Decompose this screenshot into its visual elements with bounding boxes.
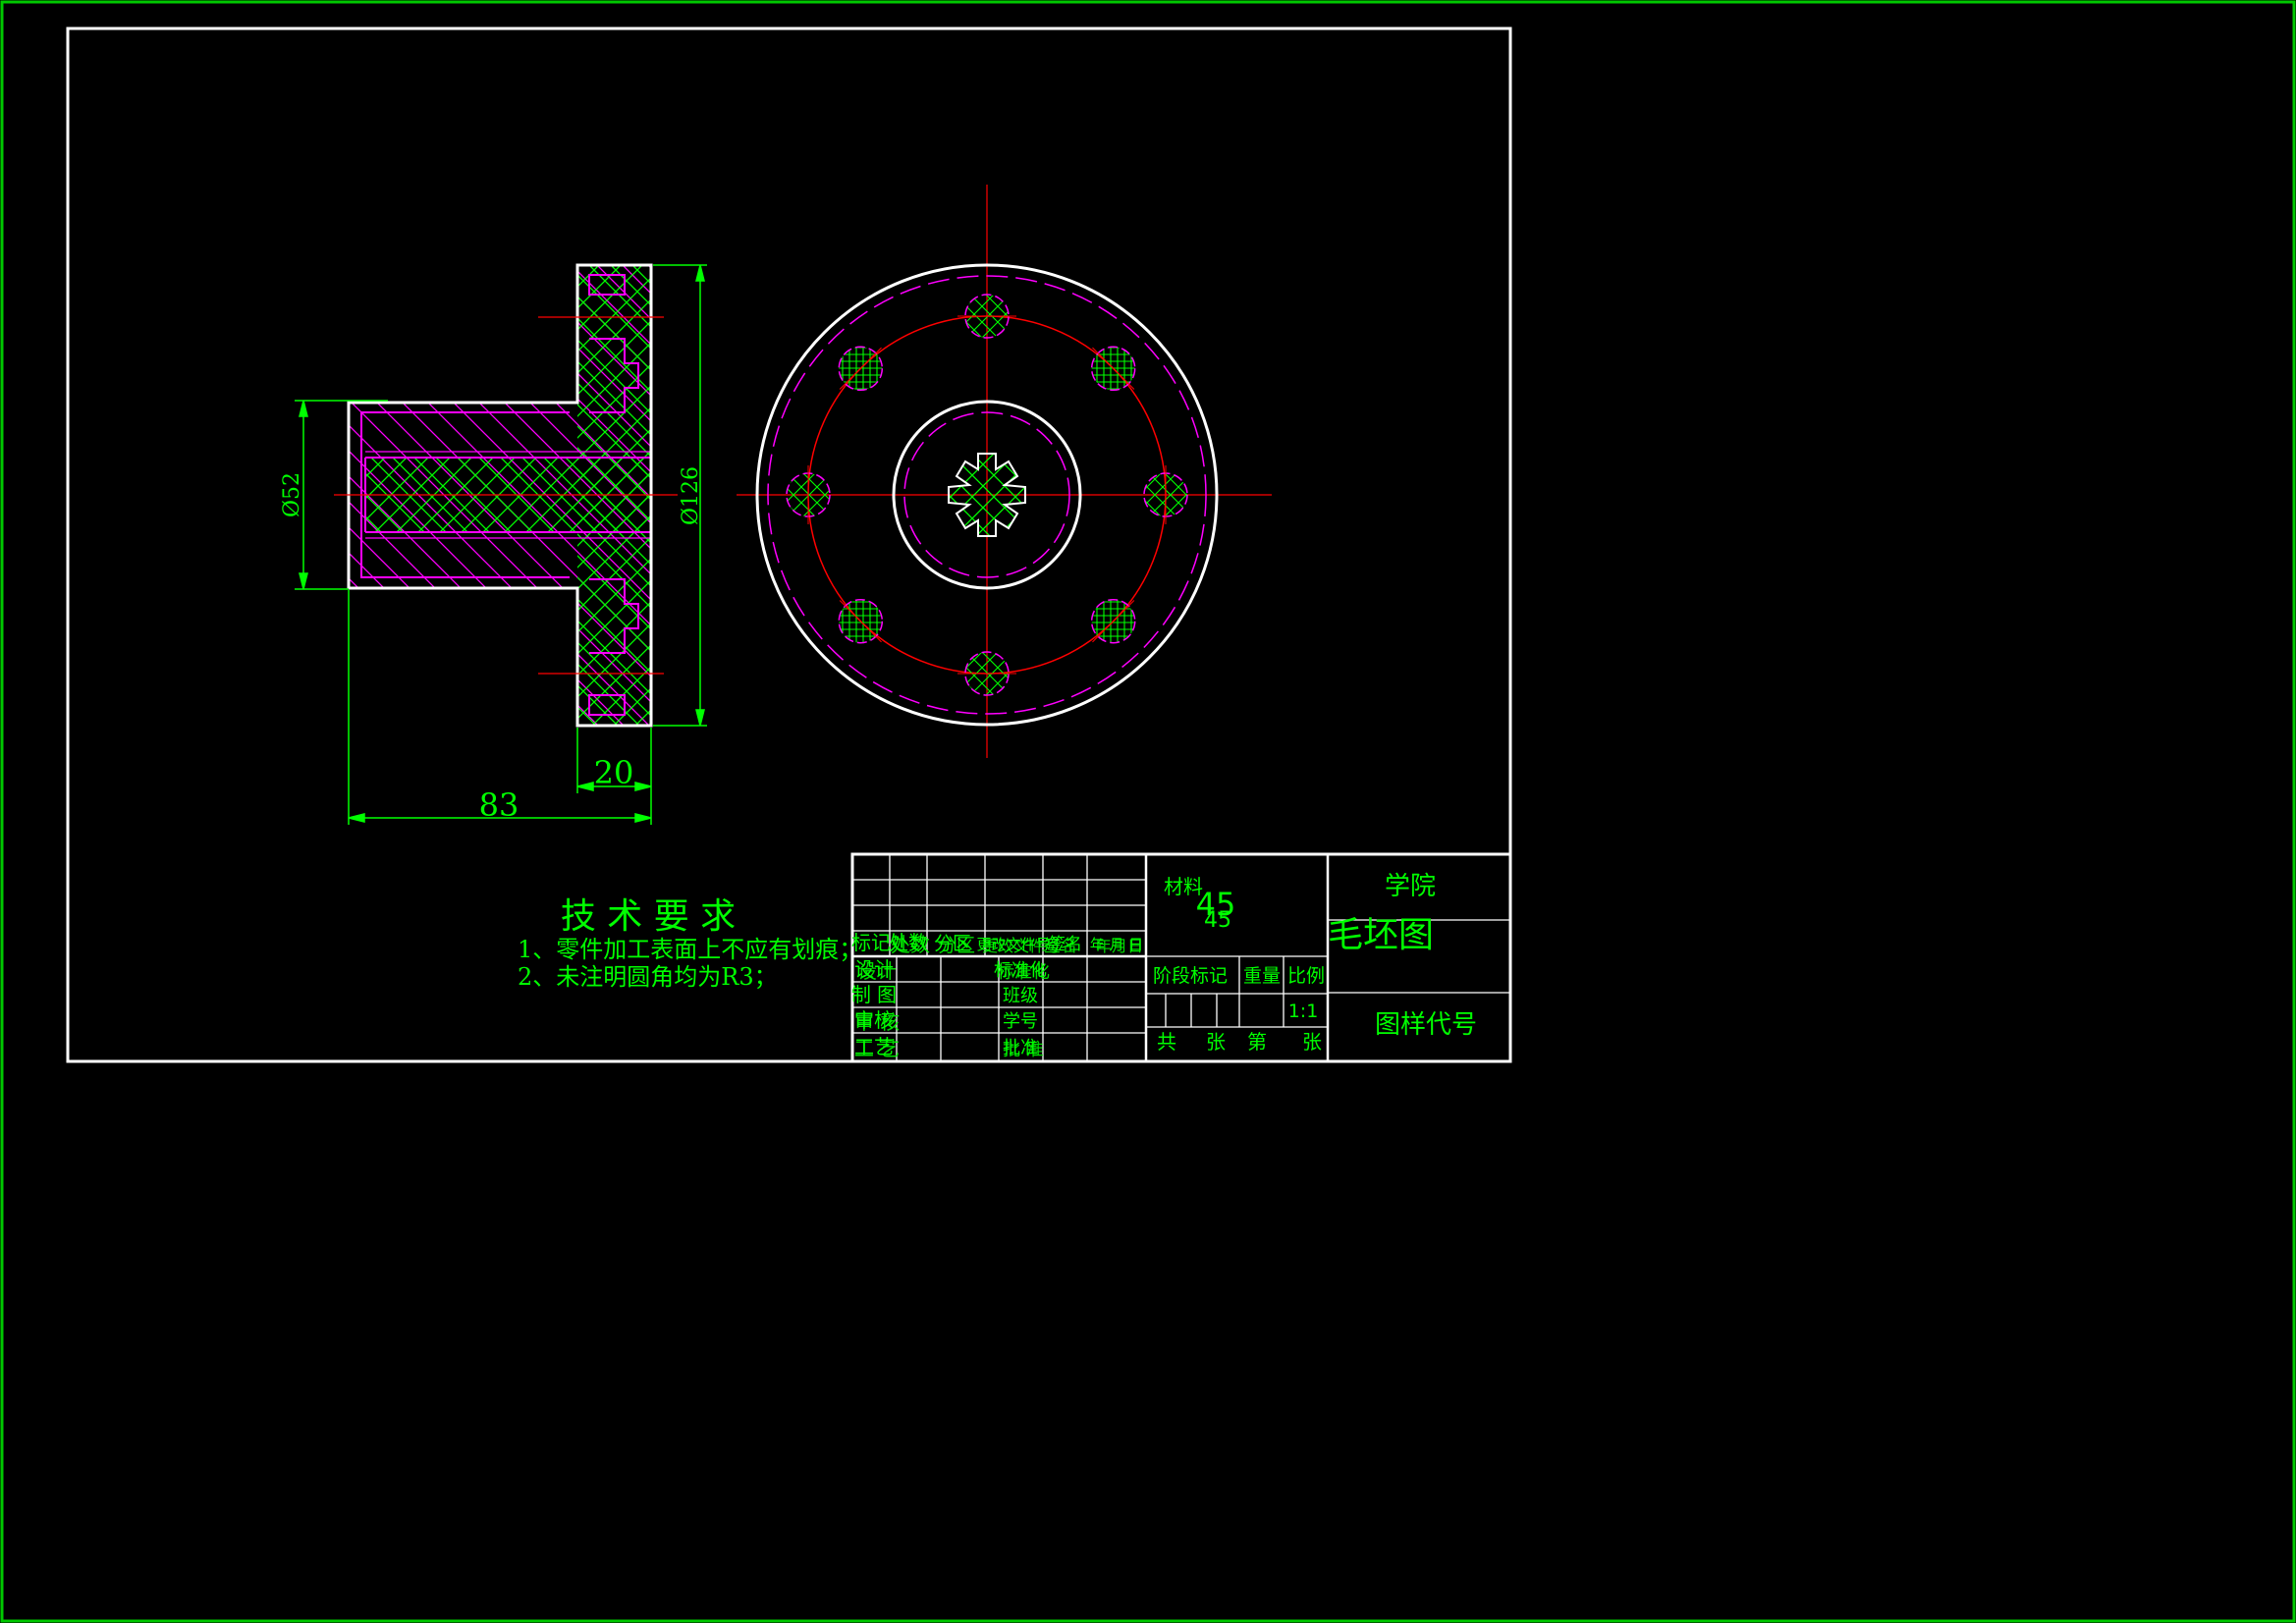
flange-dashed-circle bbox=[767, 275, 1207, 715]
tech-requirements: 技 术 要 求 1、零件加工表面上不应有划痕； 2、未注明圆角均为R3； bbox=[518, 896, 862, 991]
tb-row-process: 工艺 bbox=[854, 1035, 894, 1058]
bolt-hole-tick bbox=[1092, 600, 1135, 643]
tb-row-review: 审核 bbox=[854, 1008, 894, 1032]
tb-stage-label: 阶段标记 bbox=[1153, 965, 1228, 987]
tb-row-approve: 批准 bbox=[1003, 1038, 1038, 1058]
tb-header-doc: 更改文件号 bbox=[976, 936, 1050, 953]
tb-row-overlay-standard: 标准化 bbox=[997, 962, 1050, 983]
tb-material-value: 45 bbox=[1196, 886, 1236, 923]
tb-sheet-num: 第 bbox=[1247, 1030, 1267, 1054]
dim-len-83: 83 bbox=[479, 786, 519, 824]
spline-bore bbox=[948, 453, 1026, 537]
bore-step-lines bbox=[365, 451, 651, 539]
tb-header-overlay-zone: 分区 bbox=[938, 935, 975, 956]
bolt-hole-tick bbox=[839, 347, 882, 390]
tech-req-item-2: 2、未注明圆角均为R3； bbox=[518, 963, 778, 991]
dim-dia-126: Ø126 bbox=[679, 466, 703, 525]
tb-scale-label: 比例 bbox=[1287, 965, 1325, 987]
dim-dia-52: Ø52 bbox=[280, 472, 304, 517]
drawing-frame bbox=[66, 27, 1512, 1063]
tb-sheet-total: 共 bbox=[1157, 1030, 1176, 1054]
tb-material-value-2: 45 bbox=[1204, 908, 1231, 933]
tb-row-overlay-design: 设计 bbox=[857, 959, 897, 983]
flange-outer-circle bbox=[755, 263, 1219, 727]
flange-inner-step-top bbox=[588, 274, 639, 413]
tb-row-overlay-review: 审 核 bbox=[854, 1010, 900, 1034]
bolt-hole-tick bbox=[1092, 347, 1135, 390]
tech-req-title: 技 术 要 求 bbox=[561, 896, 736, 937]
tb-row-overlay-process: 工 艺 bbox=[854, 1037, 900, 1060]
tb-sheet-unit-2: 张 bbox=[1302, 1030, 1322, 1054]
tb-header-mark: 标记 bbox=[851, 931, 891, 954]
hub-dashed-circle bbox=[903, 411, 1070, 578]
tb-school: 学院 bbox=[1385, 872, 1436, 901]
dim-len-20: 20 bbox=[594, 754, 634, 791]
tb-header-overlay-count: 处数 bbox=[891, 933, 930, 956]
tb-drawing-code: 图样代号 bbox=[1375, 1010, 1477, 1040]
flange-inner-step-bottom bbox=[588, 578, 639, 716]
tb-material-label: 材料 bbox=[1164, 875, 1203, 898]
dimensions bbox=[295, 264, 707, 825]
bolt-hole-tick bbox=[839, 600, 882, 643]
title-block: 标记 处数 分区 更改文件号 签名 年 月 日 处数 分区 更改文件号 签名 年… bbox=[850, 852, 1512, 1063]
tb-header-date: 年 月 日 bbox=[1090, 936, 1144, 953]
tb-scale-value: 1:1 bbox=[1288, 1001, 1319, 1022]
tb-header-count: 处数 bbox=[889, 931, 928, 954]
tb-row-overlay-approve: 批 准 bbox=[1003, 1040, 1044, 1060]
hub-inner-outline bbox=[360, 411, 570, 578]
tb-header-sign: 签名 bbox=[1049, 935, 1082, 954]
tb-drawing-name: 毛坯图 bbox=[1328, 915, 1434, 955]
tb-row-class: 班级 bbox=[1003, 986, 1038, 1006]
tb-header-overlay-doc: 更改文件号 bbox=[982, 937, 1061, 955]
tb-row-student-no: 学号 bbox=[1003, 1011, 1038, 1032]
tb-header-zone: 分区 bbox=[934, 933, 971, 954]
front-view bbox=[737, 185, 1272, 758]
hub-circle bbox=[892, 400, 1082, 590]
tech-req-item-1: 1、零件加工表面上不应有划痕； bbox=[518, 936, 862, 963]
tb-sheet-unit: 张 bbox=[1206, 1030, 1226, 1054]
tb-row-draw: 制 图 bbox=[851, 983, 897, 1006]
tb-weight-label: 重量 bbox=[1243, 965, 1281, 987]
tb-row-standard: 标准化 bbox=[994, 960, 1047, 981]
tb-header-overlay-sign: 签名 bbox=[1044, 937, 1077, 956]
bolt-holes bbox=[786, 294, 1188, 696]
tb-header-overlay-date: 年月日 bbox=[1096, 937, 1143, 955]
tb-row-design: 设计 bbox=[854, 957, 894, 981]
part-outline bbox=[347, 263, 653, 728]
section-view bbox=[334, 263, 678, 728]
